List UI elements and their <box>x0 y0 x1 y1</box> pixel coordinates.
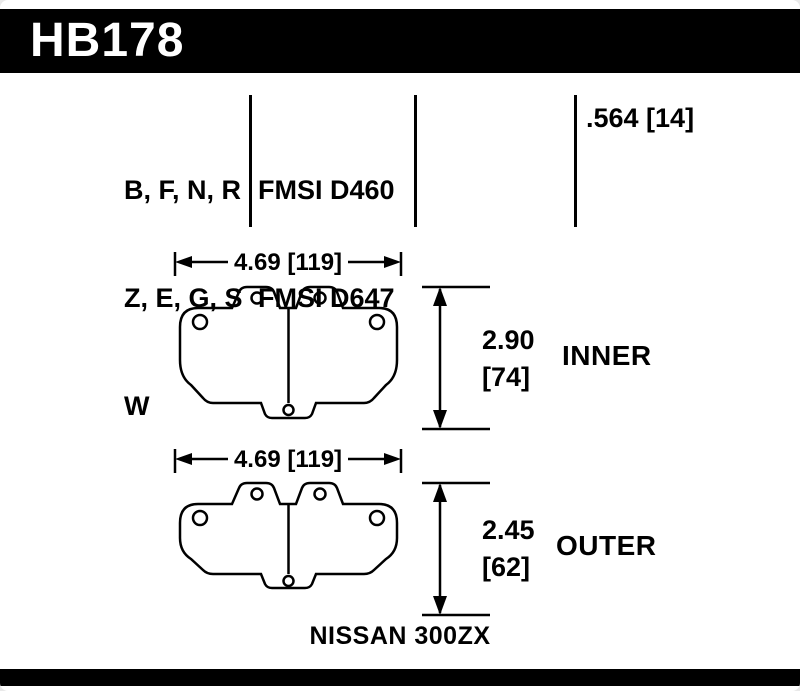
fmsi-row: FMSI D460 <box>258 175 395 205</box>
outer-pad-drawing <box>178 481 399 590</box>
bottom-tab-hole <box>282 403 295 417</box>
compound-row: Z, E, G, S <box>124 283 243 313</box>
height-dimension-arrow-outer <box>422 481 490 617</box>
tab-hole <box>313 291 327 305</box>
compound-row: B, F, N, R <box>124 175 242 205</box>
mount-hole <box>191 313 209 331</box>
inner-pad-drawing <box>178 285 399 420</box>
mount-hole <box>368 509 386 527</box>
mount-hole <box>368 313 386 331</box>
height-dimension-arrow-inner <box>422 285 490 431</box>
part-number: HB178 <box>30 14 185 67</box>
width-dimension-text: 4.69 [119] <box>234 249 342 276</box>
outer-label: OUTER <box>556 530 657 561</box>
bottom-tab-hole <box>282 574 295 588</box>
compound-row: W <box>124 391 150 421</box>
tab-hole <box>250 487 264 501</box>
pad-thickness: .564 [14] <box>586 103 695 133</box>
width-dimension-arrow-outer: 4.69 [119] <box>173 446 403 473</box>
header-bar <box>0 9 800 73</box>
tab-hole <box>313 487 327 501</box>
tab-hole <box>250 291 264 305</box>
compound-codes: B, F, N, R Z, E, G, S W <box>124 100 243 496</box>
height-value: 2.90 <box>482 325 535 355</box>
outer-height-dimension: 2.45 [62] <box>482 512 535 586</box>
height-bracket: [74] <box>482 362 531 392</box>
vehicle-application: NISSAN 300ZX <box>309 622 491 650</box>
inner-label: INNER <box>562 340 652 371</box>
footer-bar <box>0 669 800 686</box>
width-dimension-arrow-inner: 4.69 [119] <box>173 249 403 276</box>
height-bracket: [62] <box>482 552 531 582</box>
height-value: 2.45 <box>482 515 535 545</box>
inner-height-dimension: 2.90 [74] <box>482 322 535 396</box>
mount-hole <box>191 509 209 527</box>
table-divider <box>249 95 252 227</box>
table-divider <box>414 95 417 227</box>
width-dimension-text: 4.69 [119] <box>234 446 342 473</box>
table-divider <box>574 95 577 227</box>
